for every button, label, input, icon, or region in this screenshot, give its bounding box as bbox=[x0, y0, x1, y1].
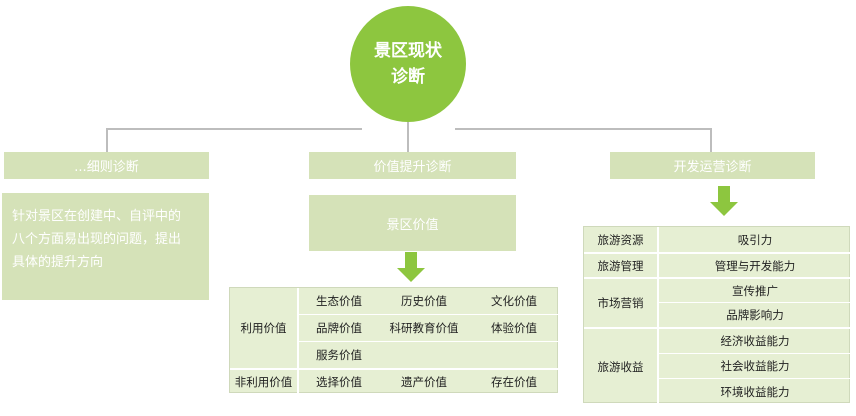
left-branch-description: 针对景区在创建中、自评中的 八个方面易出现的问题，提出 具体的提升方向 bbox=[2, 193, 209, 300]
value-table: 利用价值 非利用价值 生态价值 历史价值 文化价值 品牌价值 科研教育价值 体验… bbox=[229, 287, 559, 394]
connector-left-vertical bbox=[106, 128, 108, 152]
middle-arrow-stem bbox=[405, 252, 417, 268]
right-branch-title: 开发运营诊断 bbox=[673, 160, 752, 175]
connector-right-horizontal bbox=[455, 128, 712, 130]
left-branch-header: ...细则诊断 bbox=[4, 152, 209, 179]
capability-cell: 宣传推广 bbox=[732, 283, 778, 298]
connector-center-vertical bbox=[407, 122, 409, 152]
right-branch-header: 开发运营诊断 bbox=[610, 152, 815, 179]
right-arrow-icon bbox=[710, 202, 738, 216]
middle-arrow-icon bbox=[397, 268, 425, 282]
middle-branch-sub-box: 景区价值 bbox=[309, 195, 516, 251]
category-label: 旅游收益 bbox=[597, 359, 644, 374]
left-branch-title: ...细则诊断 bbox=[74, 160, 139, 175]
operation-table: 旅游资源 旅游管理 市场营销 旅游收益 吸引力 管理与开发能力 宣传推广 品牌影… bbox=[583, 226, 851, 404]
center-node-line1: 景区现状 bbox=[374, 41, 442, 61]
value-cell: 品牌价值 bbox=[316, 321, 362, 335]
capability-cell: 经济收益能力 bbox=[720, 334, 790, 348]
group-label-use-value: 利用价值 bbox=[240, 321, 287, 335]
description-line: 针对景区在创建中、自评中的 bbox=[12, 209, 182, 224]
capability-cell: 吸引力 bbox=[737, 232, 773, 247]
value-cell: 遗产价值 bbox=[401, 375, 447, 389]
connector-right-vertical bbox=[710, 128, 712, 152]
right-arrow-stem bbox=[718, 186, 730, 202]
description-line: 具体的提升方向 bbox=[12, 255, 104, 270]
capability-cell: 品牌影响力 bbox=[726, 308, 784, 322]
value-cell: 生态价值 bbox=[316, 294, 362, 308]
value-cell: 存在价值 bbox=[491, 375, 537, 389]
category-label: 市场营销 bbox=[597, 296, 644, 310]
middle-branch-title: 价值提升诊断 bbox=[373, 160, 452, 175]
value-cell: 科研教育价值 bbox=[389, 321, 459, 335]
middle-branch-sub-title: 景区价值 bbox=[386, 217, 439, 233]
group-label-non-use-value: 非利用价值 bbox=[234, 375, 293, 389]
connector-left-horizontal bbox=[106, 128, 362, 130]
value-cell: 服务价值 bbox=[316, 348, 362, 362]
description-line: 八个方面易出现的问题，提出 bbox=[12, 232, 182, 247]
center-node-line2: 诊断 bbox=[391, 67, 425, 87]
category-label: 旅游管理 bbox=[597, 258, 644, 273]
value-cell: 选择价值 bbox=[316, 375, 362, 389]
capability-cell: 社会收益能力 bbox=[720, 359, 790, 373]
capability-cell: 管理与开发能力 bbox=[714, 258, 796, 273]
category-label: 旅游资源 bbox=[597, 232, 644, 247]
middle-branch-header: 价值提升诊断 bbox=[309, 152, 516, 179]
capability-cell: 环境收益能力 bbox=[720, 384, 790, 399]
center-node: 景区现状 诊断 bbox=[350, 6, 466, 122]
value-cell: 体验价值 bbox=[491, 321, 537, 335]
value-cell: 历史价值 bbox=[401, 294, 447, 308]
value-cell: 文化价值 bbox=[491, 294, 537, 308]
